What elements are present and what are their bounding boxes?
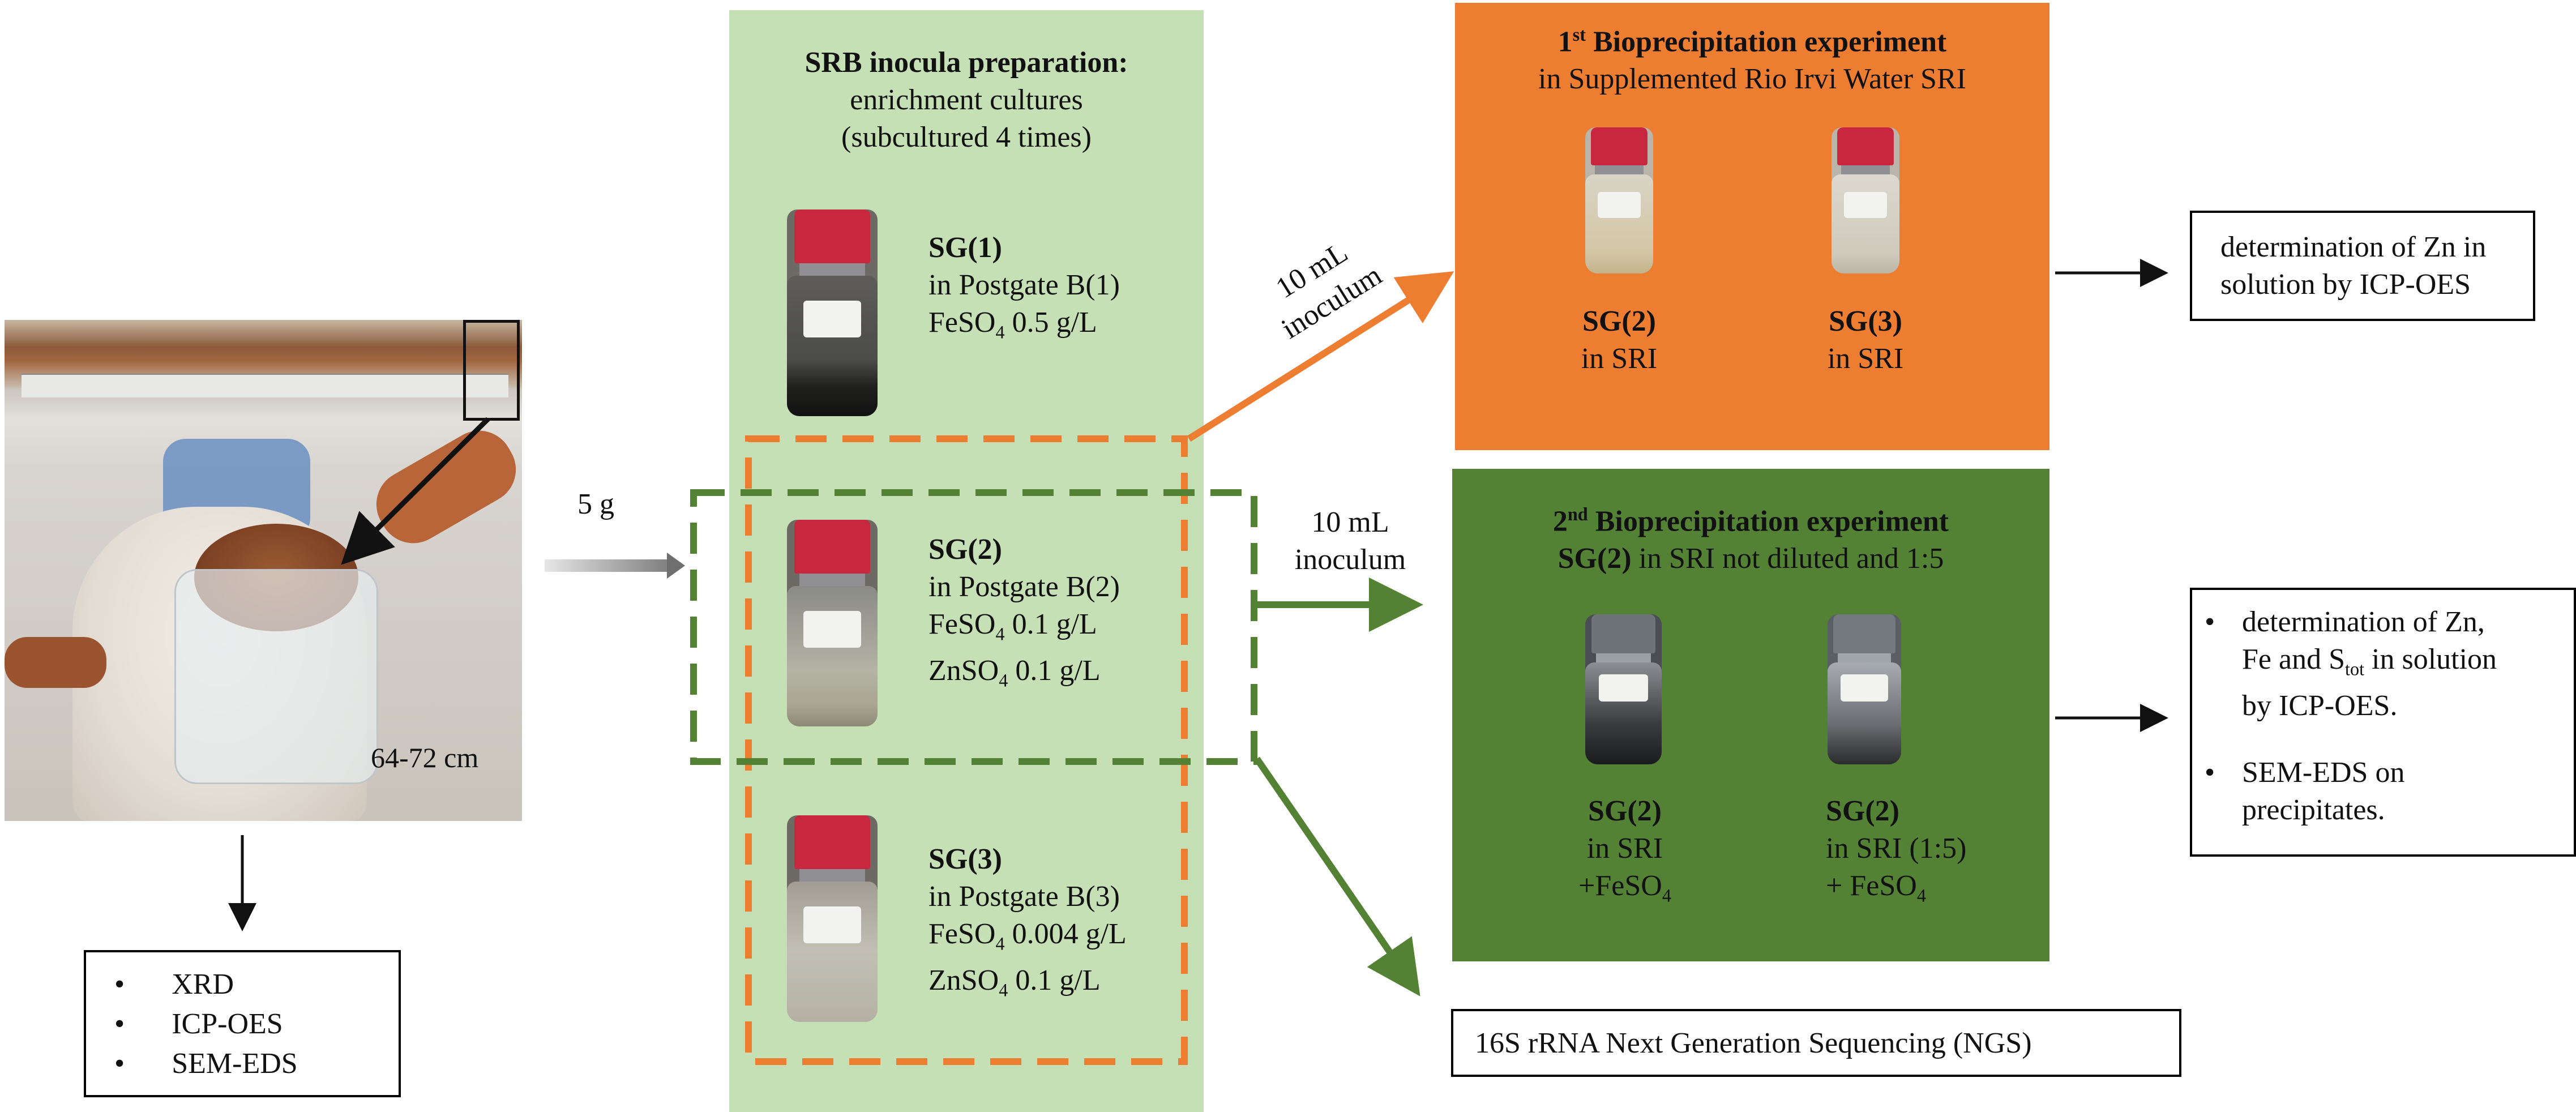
exp2-bottle-b-photo (1828, 614, 1901, 764)
ruler (22, 374, 508, 397)
mass-label: 5 g (577, 488, 614, 520)
analyses-box: • XRD • ICP-OES • SEM-EDS (84, 950, 401, 1097)
sg3-name: SG(3) (928, 843, 1002, 875)
sg3-medium: in Postgate B(3) (928, 880, 1120, 913)
ngs-box: 16S rRNA Next Generation Sequencing (NGS… (1451, 1009, 2181, 1077)
sg1-description: SG(1) in Postgate B(1) FeSO4 0.5 g/L (928, 229, 1120, 350)
srb-title: SRB inocula preparation: (805, 46, 1128, 79)
result-2-item-2: • (2205, 754, 2215, 792)
sg1-bottle-photo (787, 209, 878, 416)
bullet-icon: • (114, 1047, 125, 1080)
exp2-title: 2nd Bioprecipitation experiment (1552, 504, 1949, 538)
exp1-title: 1st Bioprecipitation experiment (1557, 24, 1947, 58)
exp1-bottle-a-label: SG(2) in SRI (1581, 305, 1658, 375)
exp2-panel (1452, 469, 2049, 961)
bullet-icon: • (114, 968, 125, 1000)
sg1-name: SG(1) (928, 232, 1002, 264)
srb-panel-header: SRB inocula preparation: enrichment cult… (729, 44, 1204, 156)
exp1-subtitle: in Supplemented Rio Irvi Water SRI (1538, 63, 1966, 96)
srb-subtitle-1: enrichment cultures (850, 84, 1083, 116)
orange-dashed-selection (745, 435, 1188, 1065)
bullet-icon: • (114, 1008, 125, 1040)
inoculum-label-2: 10 mL inoculum (1294, 506, 1406, 576)
exp1-panel (1455, 3, 2049, 450)
exp1-bottle-a-photo (1585, 127, 1653, 273)
result-2-item-2-text: SEM-EDS on precipitates. (2242, 756, 2405, 826)
exp1-bottle-b-photo (1832, 127, 1899, 273)
exp2-header: 2nd Bioprecipitation experiment SG(2) in… (1452, 495, 2049, 578)
sg2-feso4: FeSO4 0.1 g/L (928, 608, 1097, 644)
exp1-bottle-b-label: SG(3) in SRI (1827, 305, 1904, 375)
sg2-bottle-photo (787, 520, 878, 726)
analysis-item-3: • SEM-EDS (114, 1047, 298, 1080)
bullet-icon: • (2205, 756, 2215, 789)
result-1-text: determination of Zn in solution by ICP-O… (2220, 231, 2487, 301)
analysis-item-2: • ICP-OES (114, 1008, 283, 1040)
sg3-feso4: FeSO4 0.004 g/L (928, 918, 1127, 954)
sg2-description: SG(2) in Postgate B(2) FeSO4 0.1 g/L ZnS… (928, 531, 1120, 699)
srb-subtitle-2: (subcultured 4 times) (841, 121, 1092, 153)
sg2-znso4: ZnSO4 0.1 g/L (928, 655, 1101, 691)
ngs-text: 16S rRNA Next Generation Sequencing (NGS… (1475, 1027, 2032, 1059)
result-box-1: determination of Zn in solution by ICP-O… (2190, 211, 2535, 321)
sediment-core-photo (5, 320, 522, 821)
result-2-item-1-text: determination of Zn, Fe and Stot in solu… (2242, 606, 2497, 722)
core-highlight-box (463, 320, 520, 421)
inoculum-arrow-exp1 (1187, 271, 1454, 442)
exp2-bottle-a-label: SG(2) in SRI +FeSO4 (1578, 795, 1671, 906)
ngs-arrow (1254, 756, 1420, 996)
result-box-2: • determination of Zn, Fe and Stot in so… (2190, 588, 2576, 857)
core-section-left (5, 637, 106, 688)
exp2-bottle-b-label: SG(2) in SRI (1:5) + FeSO4 (1826, 795, 1967, 906)
analysis-item-1: • XRD (114, 968, 234, 1000)
bullet-icon: • (2205, 606, 2215, 638)
sg1-medium: in Postgate B(1) (928, 269, 1120, 301)
green-dashed-selection (690, 489, 1257, 765)
sg3-bottle-photo (787, 815, 878, 1022)
sample-jar (174, 569, 378, 784)
exp2-subtitle: SG(2) in SRI not diluted and 1:5 (1557, 542, 1944, 575)
sg1-feso4: FeSO4 0.5 g/L (928, 306, 1097, 343)
depth-label: 64-72 cm (371, 742, 479, 773)
sg2-medium: in Postgate B(2) (928, 571, 1120, 603)
result-2-item-1: • (2205, 604, 2215, 641)
sg3-znso4: ZnSO4 0.1 g/L (928, 964, 1101, 1000)
sg3-description: SG(3) in Postgate B(3) FeSO4 0.004 g/L Z… (928, 841, 1127, 1009)
exp1-header: 1st Bioprecipitation experiment in Suppl… (1455, 16, 2049, 98)
exp2-bottle-a-photo (1585, 614, 1662, 764)
sg2-name: SG(2) (928, 533, 1002, 566)
